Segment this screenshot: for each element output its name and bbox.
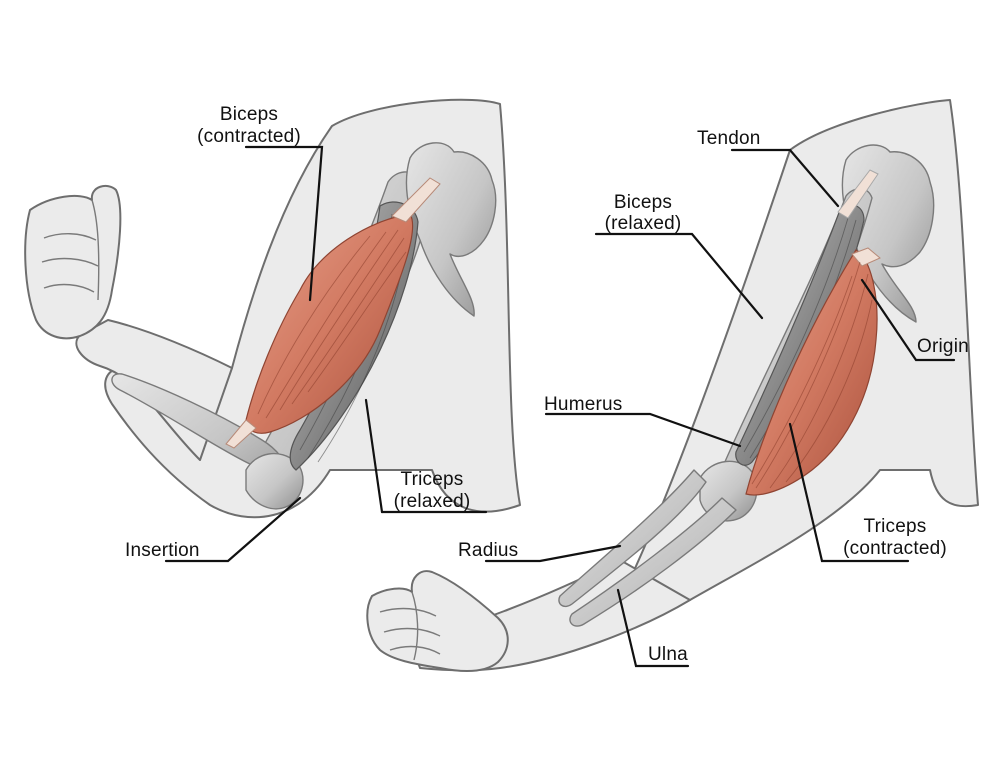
left-fist-finger-lines	[41, 199, 100, 301]
right-triceps-leader	[788, 422, 910, 563]
left-arm: Biceps (contracted) Triceps (relaxed) In…	[24, 98, 521, 563]
right-tendon-label: Tendon	[697, 128, 761, 149]
right-biceps-tendon	[837, 169, 879, 219]
left-triceps-leader-pointer	[364, 398, 384, 514]
left-fist-skin	[24, 184, 122, 340]
right-radius-bone	[558, 469, 707, 608]
left-elbow-bone	[245, 452, 304, 510]
right-biceps-leader	[594, 232, 764, 320]
right-origin-label: Origin	[917, 336, 969, 357]
right-humerus-label: Humerus	[544, 394, 622, 415]
right-radius-leader	[484, 544, 622, 563]
left-biceps-muscle	[245, 213, 414, 434]
right-triceps-fibers	[751, 261, 873, 489]
right-ulna-leader	[616, 588, 690, 668]
right-hand-skin	[366, 570, 509, 673]
left-biceps-label-line1: Biceps	[220, 104, 278, 125]
right-radius-label: Radius	[458, 540, 518, 561]
right-triceps-label-line1: Triceps	[864, 516, 927, 537]
right-biceps-label-line2: (relaxed)	[605, 213, 682, 234]
right-triceps-tendon	[851, 247, 881, 267]
left-biceps-label-line2: (contracted)	[197, 126, 301, 147]
left-biceps-fibers	[257, 229, 407, 419]
left-triceps-label-line1: Triceps	[401, 469, 464, 490]
right-hand-finger-lines	[379, 591, 441, 661]
left-insertion-label: Insertion	[125, 540, 200, 561]
left-biceps-tendon-top	[391, 177, 441, 223]
left-insertion-leader	[164, 496, 302, 563]
right-biceps-muscle	[735, 204, 865, 466]
right-biceps-label-line1: Biceps	[614, 192, 672, 213]
right-arm: Tendon Biceps (relaxed) Origin Humerus R…	[366, 99, 979, 673]
right-ulna-bone	[569, 497, 737, 627]
right-humerus-leader	[544, 412, 742, 448]
right-tendon-leader	[730, 148, 840, 208]
right-triceps-label-line2: (contracted)	[843, 538, 947, 559]
left-biceps-leader	[244, 145, 324, 302]
right-origin-leader	[860, 278, 956, 362]
left-biceps-tendon-bottom	[225, 419, 257, 449]
right-ulna-label: Ulna	[648, 644, 688, 665]
right-triceps-muscle	[745, 249, 878, 496]
left-triceps-label-line2: (relaxed)	[394, 491, 471, 512]
